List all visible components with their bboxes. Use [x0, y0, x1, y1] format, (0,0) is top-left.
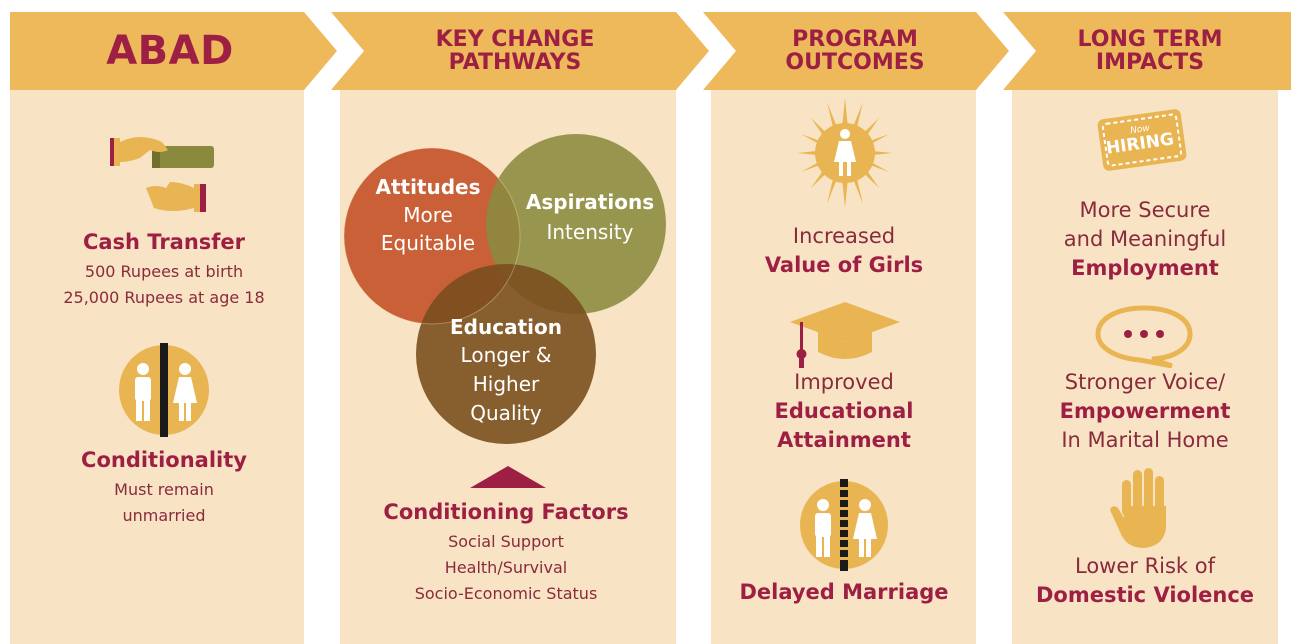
- voice-line1: Stronger Voice/: [1064, 370, 1226, 394]
- up-arrow-icon: [470, 466, 546, 488]
- delayed-marriage-icon: [800, 479, 888, 571]
- aspirations-title: Aspirations: [525, 190, 655, 214]
- header-outcomes: PROGRAM OUTCOMES: [730, 12, 980, 90]
- domestic-violence-line1: Lower Risk of: [1074, 554, 1216, 578]
- education-line3: Quality: [470, 401, 542, 425]
- conditioning-factors-title: Conditioning Factors: [383, 500, 629, 524]
- voice-line2: Empowerment: [1059, 399, 1231, 423]
- now-hiring-sign-icon: [1097, 109, 1187, 171]
- cash-transfer-icon: [110, 137, 214, 212]
- header-outcomes-line1: PROGRAM: [792, 26, 918, 52]
- employment-line2: and Meaningful: [1063, 227, 1227, 251]
- educational-attainment-line3: Attainment: [777, 428, 911, 452]
- factor-socio-economic-status: Socio-Economic Status: [414, 584, 598, 603]
- educational-attainment-line1: Improved: [794, 370, 894, 394]
- header-pathways-line2: PATHWAYS: [448, 50, 582, 75]
- education-line2: Higher: [472, 372, 540, 396]
- conditionality-icon: [119, 343, 209, 437]
- education-title: Education: [450, 315, 562, 339]
- education-circle: [416, 264, 596, 444]
- conditionality-title: Conditionality: [81, 448, 247, 472]
- aspirations-line1: Intensity: [546, 220, 634, 244]
- attitudes-title: Attitudes: [375, 175, 481, 199]
- header-chevron-outcomes: [703, 12, 1009, 90]
- header-chevron-abad: [10, 12, 337, 90]
- pathways-venn-diagram: [343, 134, 666, 444]
- header-abad-title: ABAD: [106, 28, 234, 74]
- factor-health-survival: Health/Survival: [444, 558, 568, 577]
- header-outcomes-line2: OUTCOMES: [785, 50, 925, 75]
- graduation-cap-icon: [790, 302, 900, 368]
- header-pathways: KEY CHANGE PATHWAYS: [360, 12, 670, 90]
- conditionality-line1: Must remain: [114, 480, 214, 499]
- domestic-violence-line2: Domestic Violence: [1035, 583, 1255, 607]
- raised-hand-icon: [1110, 468, 1166, 548]
- header-impacts: LONG TERM IMPACTS: [1040, 12, 1260, 90]
- education-line1: Longer &: [460, 343, 552, 367]
- attitudes-line1: More: [403, 203, 453, 227]
- cash-transfer-title: Cash Transfer: [82, 230, 246, 254]
- header-chevron-impacts: [1003, 12, 1291, 90]
- attitudes-line2: Equitable: [380, 231, 476, 255]
- value-of-girls-line2: Value of Girls: [764, 253, 924, 277]
- employment-line1: More Secure: [1079, 198, 1211, 222]
- educational-attainment-line2: Educational: [774, 399, 914, 423]
- employment-line3: Employment: [1071, 256, 1219, 280]
- header-impacts-line1: LONG TERM: [1077, 26, 1223, 52]
- speech-bubble-icon: [1095, 305, 1193, 368]
- factor-social-support: Social Support: [448, 532, 564, 551]
- delayed-marriage-label: Delayed Marriage: [739, 580, 949, 604]
- header-impacts-line2: IMPACTS: [1095, 50, 1205, 75]
- conditionality-line2: unmarried: [122, 506, 206, 525]
- voice-line3: In Marital Home: [1061, 428, 1229, 452]
- header-pathways-line1: KEY CHANGE: [435, 26, 595, 52]
- value-of-girls-icon: [797, 98, 893, 208]
- header-banner: [10, 12, 1291, 90]
- header-abad: ABAD: [20, 12, 320, 90]
- header-chevron-pathways: [331, 12, 709, 90]
- value-of-girls-line1: Increased: [792, 224, 896, 248]
- column-impacts: [1012, 90, 1278, 644]
- cash-transfer-line2: 25,000 Rupees at age 18: [63, 288, 265, 307]
- cash-transfer-line1: 500 Rupees at birth: [84, 262, 244, 281]
